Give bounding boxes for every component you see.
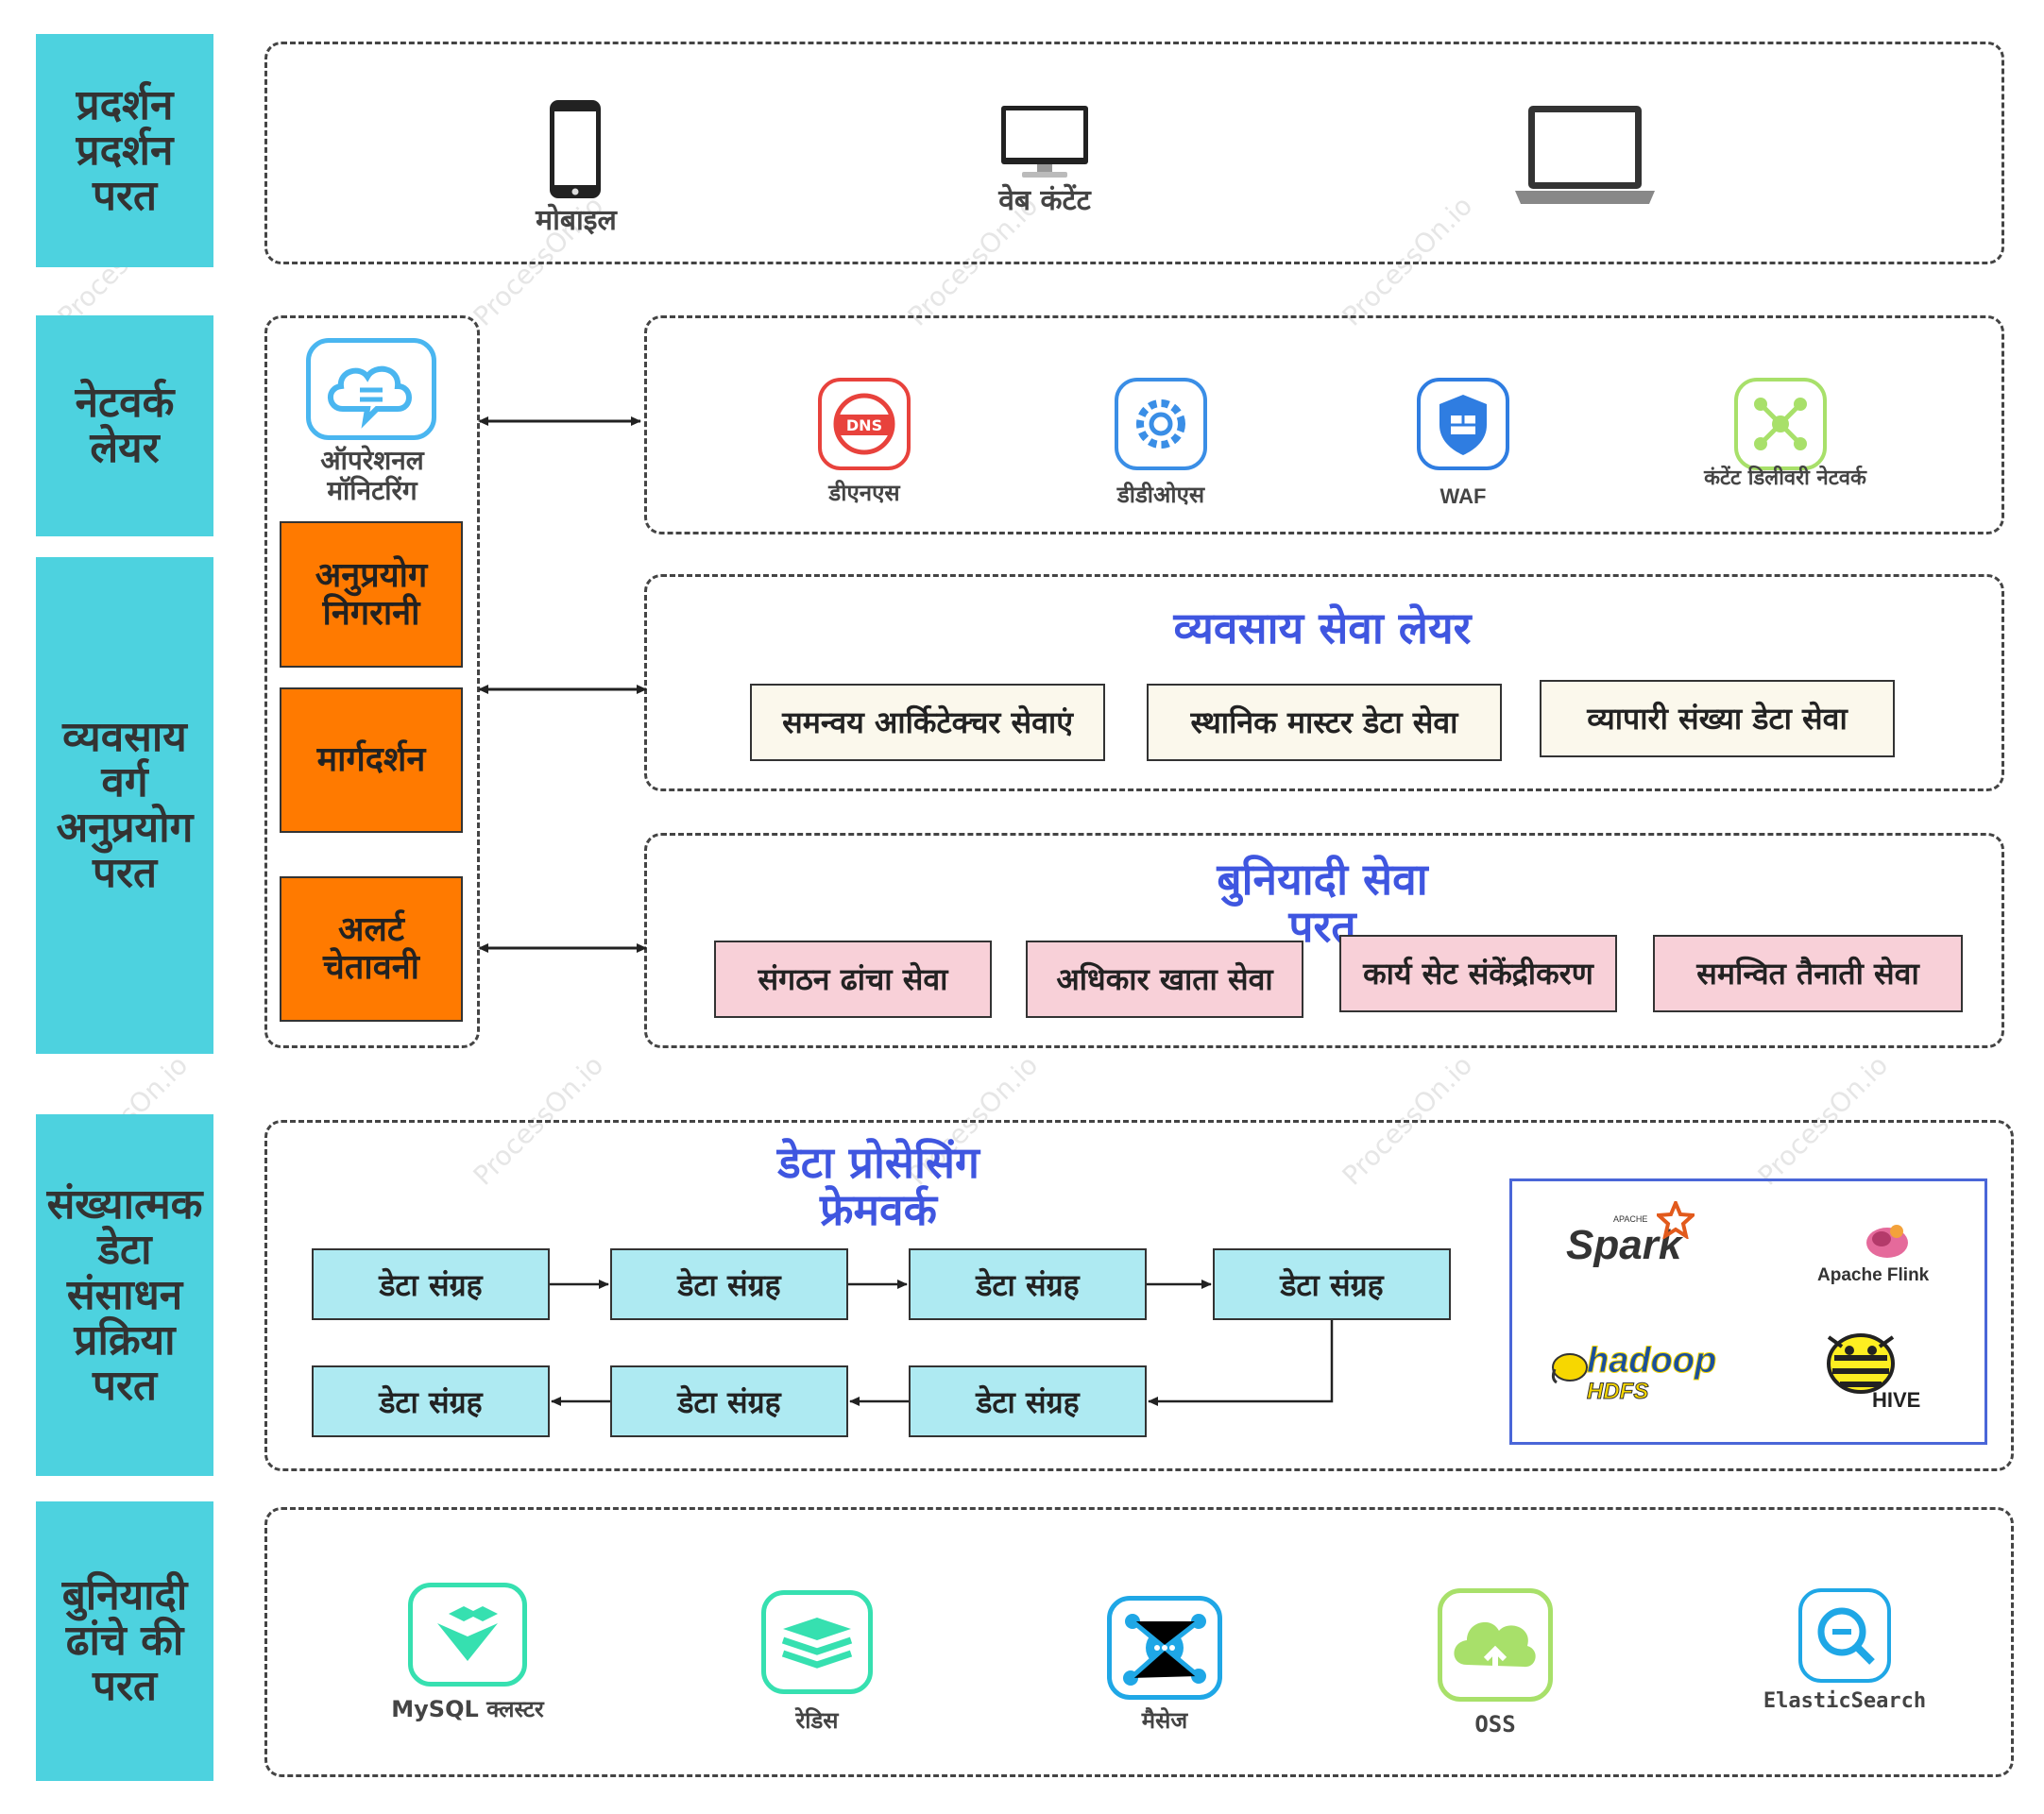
business-container [644, 574, 2004, 791]
business-title: व्यवसाय सेवा लेयर [1173, 602, 1472, 653]
oss-icon [1438, 1588, 1553, 1702]
ddos-label: डीडीओएस [1116, 482, 1205, 508]
presentation-container [264, 42, 2004, 264]
cdn-label: कंटेंट डिलीवरी नेटवर्क [1704, 466, 1866, 490]
basic-service: कार्य सेट संकेंद्रीकरण [1339, 935, 1617, 1012]
elasticsearch-icon [1798, 1588, 1891, 1683]
network-container [644, 315, 2004, 534]
mysql-icon [408, 1583, 527, 1687]
layer-presentation: प्रदर्शन प्रदर्शन परत [36, 34, 213, 267]
flink-label: Apache Flink [1817, 1265, 1930, 1285]
basic-service: समन्वित तैनाती सेवा [1653, 935, 1963, 1012]
hadoop-label: hadoop [1586, 1341, 1717, 1382]
dns-icon: DNS [818, 378, 911, 470]
bee-icon [1827, 1333, 1895, 1394]
svg-text:DNS: DNS [846, 416, 882, 434]
monitor-icon [999, 104, 1090, 179]
waf-icon [1417, 378, 1509, 470]
framework-logo-panel [1509, 1178, 1987, 1445]
infrastructure-container [264, 1507, 2014, 1777]
cloud-monitor-icon [306, 338, 436, 440]
ddos-icon [1115, 378, 1207, 470]
flow-arrow [1148, 1320, 1334, 1406]
hadoop-logo: hadoop HDFS [1549, 1341, 1738, 1416]
data-processing-container [264, 1120, 2014, 1471]
layer-business: व्यवसाय वर्ग अनुप्रयोग परत [36, 557, 213, 1054]
layer-network: नेटवर्क लेयर [36, 315, 213, 536]
guidance-box: मार्गदर्शन [280, 687, 463, 833]
monitoring-container [264, 315, 480, 1048]
spark-label: Spark [1566, 1222, 1682, 1268]
business-service: समन्वय आर्किटेक्चर सेवाएं [750, 684, 1105, 761]
spark-small-label: APACHE [1613, 1214, 1648, 1224]
oss-label: OSS [1474, 1711, 1516, 1738]
layer-infrastructure: बुनियादी ढांचे की परत [36, 1501, 213, 1781]
web-label: वेब कंटेंट [998, 184, 1091, 217]
es-label: ElasticSearch [1763, 1689, 1927, 1713]
data-collection-box: डेटा संग्रह [909, 1365, 1147, 1437]
data-collection-box: डेटा संग्रह [1213, 1248, 1451, 1320]
business-service: व्यापारी संख्या डेटा सेवा [1540, 680, 1895, 757]
mq-label: मैसेज [1141, 1707, 1188, 1734]
layer-data-processing: संख्यात्मक डेटा संसाधन प्रक्रिया परत [36, 1114, 213, 1476]
elephant-icon [1551, 1353, 1588, 1384]
app-monitor-box: अनुप्रयोग निगरानी [280, 521, 463, 668]
data-collection-box: डेटा संग्रह [909, 1248, 1147, 1320]
basic-service: अधिकार खाता सेवा [1026, 941, 1303, 1018]
squirrel-icon [1866, 1225, 1908, 1258]
basic-service-container [644, 833, 2004, 1048]
mobile-icon [548, 98, 603, 200]
redis-icon [761, 1590, 873, 1694]
waf-label: WAF [1439, 484, 1487, 508]
alert-box: अलर्ट चेतावनी [280, 876, 463, 1022]
processing-title: डेटा प्रोसेसिंग फ्रेमवर्क [777, 1137, 979, 1235]
ops-monitor-label: ऑपरेशनल मॉनिटरिंग [320, 445, 424, 506]
data-collection-box: डेटा संग्रह [312, 1248, 550, 1320]
data-collection-box: डेटा संग्रह [312, 1365, 550, 1437]
spark-star-icon [1657, 1201, 1695, 1239]
mobile-label: मोबाइल [536, 204, 617, 237]
redis-label: रेडिस [795, 1707, 839, 1734]
hive-logo: HIVE [1814, 1326, 1936, 1430]
mysql-label: MySQL क्लस्टर [391, 1696, 544, 1722]
message-queue-icon [1107, 1596, 1222, 1700]
spark-logo: APACHE Spark [1559, 1197, 1710, 1282]
basic-service: संगठन ढांचा सेवा [714, 941, 992, 1018]
business-service: स्थानिक मास्टर डेटा सेवा [1147, 684, 1502, 761]
dns-label: डीएनएस [828, 480, 900, 506]
hdfs-label: HDFS [1586, 1379, 1649, 1405]
cdn-icon [1734, 378, 1827, 470]
data-collection-box: डेटा संग्रह [610, 1365, 848, 1437]
flink-logo: Apache Flink [1804, 1218, 1974, 1294]
data-collection-box: डेटा संग्रह [610, 1248, 848, 1320]
laptop-icon [1511, 104, 1659, 208]
hive-label: HIVE [1872, 1388, 1921, 1412]
